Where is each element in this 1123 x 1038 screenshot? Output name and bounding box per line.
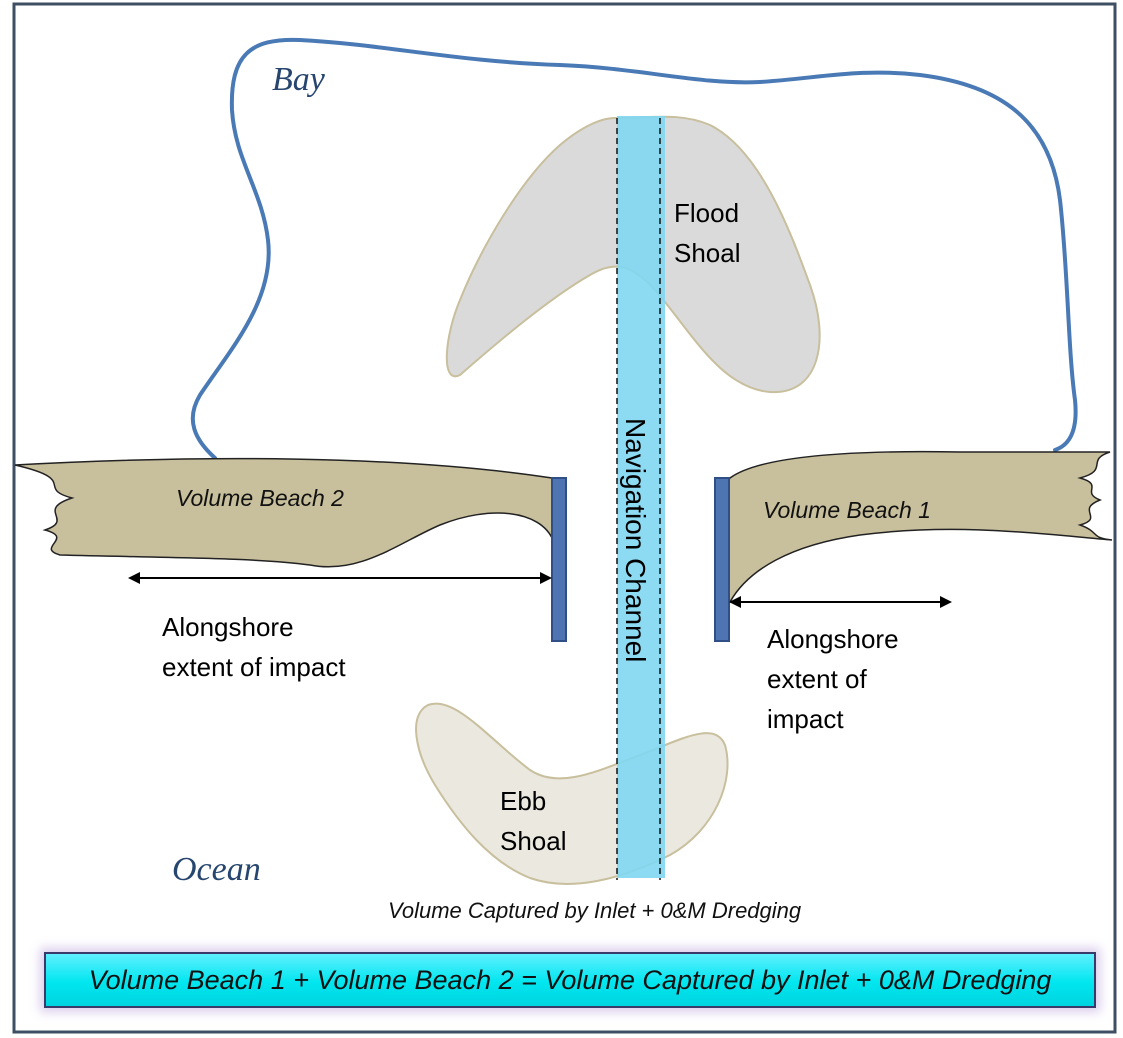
bay-shoreline xyxy=(190,37,1078,460)
alongshore-left-line2: extent of impact xyxy=(162,652,346,682)
navigation-channel xyxy=(617,116,665,878)
ocean-label: Ocean xyxy=(172,851,261,888)
alongshore-right-line1: Alongshore xyxy=(767,624,899,654)
flood-shoal-label-line2: Shoal xyxy=(674,238,741,268)
navigation-channel-label: Navigation Channel xyxy=(620,418,651,662)
volume-beach-2-label: Volume Beach 2 xyxy=(176,485,344,511)
alongshore-right-line2: extent of xyxy=(767,664,868,694)
jetty-right xyxy=(714,477,730,642)
ebb-shoal-label-line2: Shoal xyxy=(500,826,567,856)
jetty-left xyxy=(551,477,567,642)
beach-left xyxy=(14,457,554,568)
flood-shoal-label-line1: Flood xyxy=(674,198,739,228)
alongshore-right-line3: impact xyxy=(767,704,844,734)
alongshore-arrow-left xyxy=(128,572,552,584)
alongshore-arrow-right xyxy=(729,596,952,608)
equation-banner: Volume Beach 1 + Volume Beach 2 = Volume… xyxy=(44,952,1096,1008)
captured-caption: Volume Captured by Inlet + 0&M Dredging xyxy=(388,898,802,923)
bay-label: Bay xyxy=(272,61,326,98)
alongshore-left-line1: Alongshore xyxy=(162,612,294,642)
ebb-shoal-label-line1: Ebb xyxy=(500,786,546,816)
volume-beach-1-label: Volume Beach 1 xyxy=(763,497,931,523)
